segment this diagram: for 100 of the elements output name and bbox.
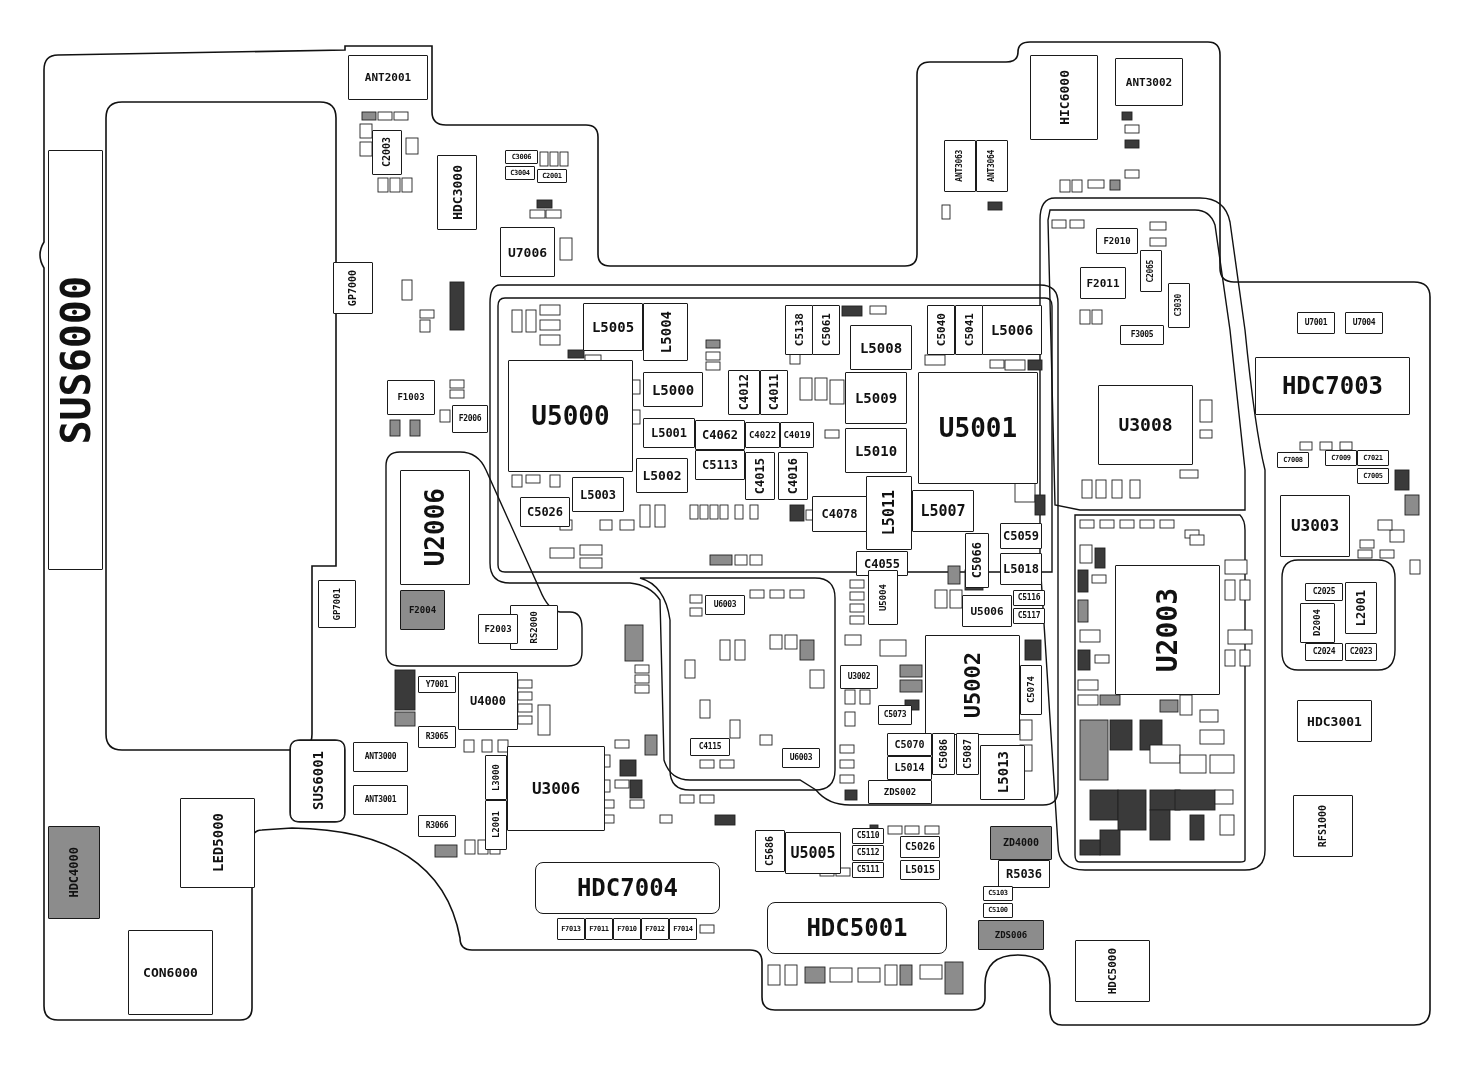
component-outline — [500, 227, 555, 277]
reference-designator: U7006 — [507, 245, 548, 259]
reference-designator: U5004 — [878, 583, 888, 612]
component-outline — [728, 370, 760, 415]
reference-designator: C5041 — [963, 313, 975, 347]
reference-designator: Y7001 — [425, 680, 449, 689]
reference-designator: L5013 — [995, 751, 1010, 794]
component-outline — [852, 862, 884, 878]
reference-designator: C5040 — [935, 313, 947, 347]
reference-designator: U5001 — [938, 415, 1018, 441]
component-outline — [418, 676, 456, 693]
reference-designator: L5001 — [650, 427, 688, 439]
component-outline — [583, 303, 643, 351]
reference-designator: U3002 — [847, 673, 871, 681]
component-outline — [537, 169, 567, 183]
reference-designator: C5066 — [971, 542, 983, 579]
component-outline — [868, 780, 932, 804]
reference-designator: L5014 — [894, 763, 925, 773]
reference-designator: L5003 — [579, 488, 617, 501]
component-outline — [507, 746, 605, 831]
reference-designator: L5000 — [651, 382, 695, 397]
component-outline — [643, 372, 703, 407]
reference-designator: C4015 — [754, 457, 766, 495]
component-outline — [348, 55, 428, 100]
reference-designator: U5000 — [531, 403, 610, 429]
reference-designator: D2004 — [1313, 609, 1322, 637]
reference-designator: R5036 — [1005, 868, 1043, 880]
reference-designator: RS2000 — [529, 611, 539, 644]
component-outline — [887, 733, 932, 756]
component-outline — [1120, 325, 1164, 345]
component-outline — [1020, 665, 1042, 715]
reference-designator: F2003 — [484, 624, 512, 634]
reference-designator: U4000 — [469, 695, 507, 707]
component-outline — [1115, 565, 1220, 695]
component-outline — [1140, 250, 1162, 292]
component-outline — [868, 570, 898, 625]
component-outline — [978, 920, 1044, 950]
reference-designator: L5008 — [859, 340, 903, 355]
reference-designator: F2011 — [1086, 277, 1120, 289]
component-outline — [745, 422, 780, 448]
component-outline — [505, 166, 535, 180]
component-outline — [878, 705, 912, 725]
reference-designator: C5110 — [856, 832, 880, 840]
reference-designator: L5005 — [591, 320, 635, 334]
reference-designator: GP7000 — [348, 269, 358, 307]
component-outline — [695, 450, 745, 480]
reference-designator: U2006 — [422, 488, 448, 567]
reference-designator: U3003 — [1290, 518, 1340, 534]
reference-designator: C2025 — [1312, 588, 1336, 596]
reference-designator: ANT3063 — [956, 150, 964, 182]
component-outline — [641, 918, 669, 940]
reference-designator: U5005 — [790, 845, 836, 861]
component-outline — [932, 733, 955, 775]
component-outline — [1297, 700, 1372, 742]
reference-designator: C4115 — [698, 743, 722, 751]
component-outline — [1305, 583, 1343, 601]
component-outline — [925, 635, 1020, 735]
component-outline — [983, 886, 1013, 901]
reference-designator: C2024 — [1312, 648, 1336, 656]
component-outline — [1325, 450, 1357, 466]
component-outline — [1098, 385, 1193, 465]
component-outline — [705, 595, 745, 615]
reference-designator: F2004 — [408, 605, 437, 615]
component-outline — [636, 458, 688, 493]
reference-designator: ZD4000 — [1002, 838, 1040, 848]
reference-designator: GP7001 — [332, 587, 342, 621]
reference-designator: HDC3001 — [1307, 714, 1362, 728]
reference-designator: C2003 — [382, 137, 392, 168]
component-outline — [782, 748, 820, 768]
reference-designator: L2001 — [1355, 589, 1367, 627]
component-outline — [1013, 590, 1045, 606]
component-outline — [400, 470, 470, 585]
reference-designator: L5007 — [920, 503, 966, 519]
component-outline — [372, 130, 402, 175]
component-outline — [998, 860, 1050, 888]
component-outline — [128, 930, 213, 1015]
component-outline — [887, 756, 932, 780]
reference-designator: HDC7004 — [576, 876, 679, 900]
component-outline — [760, 370, 788, 415]
reference-designator: C4055 — [863, 557, 901, 570]
reference-designator: L5002 — [642, 469, 682, 482]
reference-designator: L5004 — [658, 310, 673, 354]
component-outline — [1345, 582, 1377, 634]
component-outline — [643, 418, 695, 448]
component-outline — [643, 303, 688, 361]
component-outline — [1357, 450, 1389, 466]
reference-designator: C5073 — [883, 711, 907, 719]
component-outline — [1280, 495, 1350, 557]
component-outline — [1075, 940, 1150, 1002]
component-outline — [1297, 312, 1335, 334]
component-outline — [866, 476, 912, 550]
component-outline — [1277, 452, 1309, 468]
component-outline — [745, 452, 775, 500]
component-outline — [1305, 643, 1343, 661]
reference-designator: U3008 — [1118, 416, 1173, 434]
reference-designator: U6003 — [713, 601, 737, 609]
component-outline — [695, 420, 745, 450]
component-outline — [557, 918, 585, 940]
component-outline — [962, 595, 1012, 627]
component-outline — [290, 740, 345, 822]
